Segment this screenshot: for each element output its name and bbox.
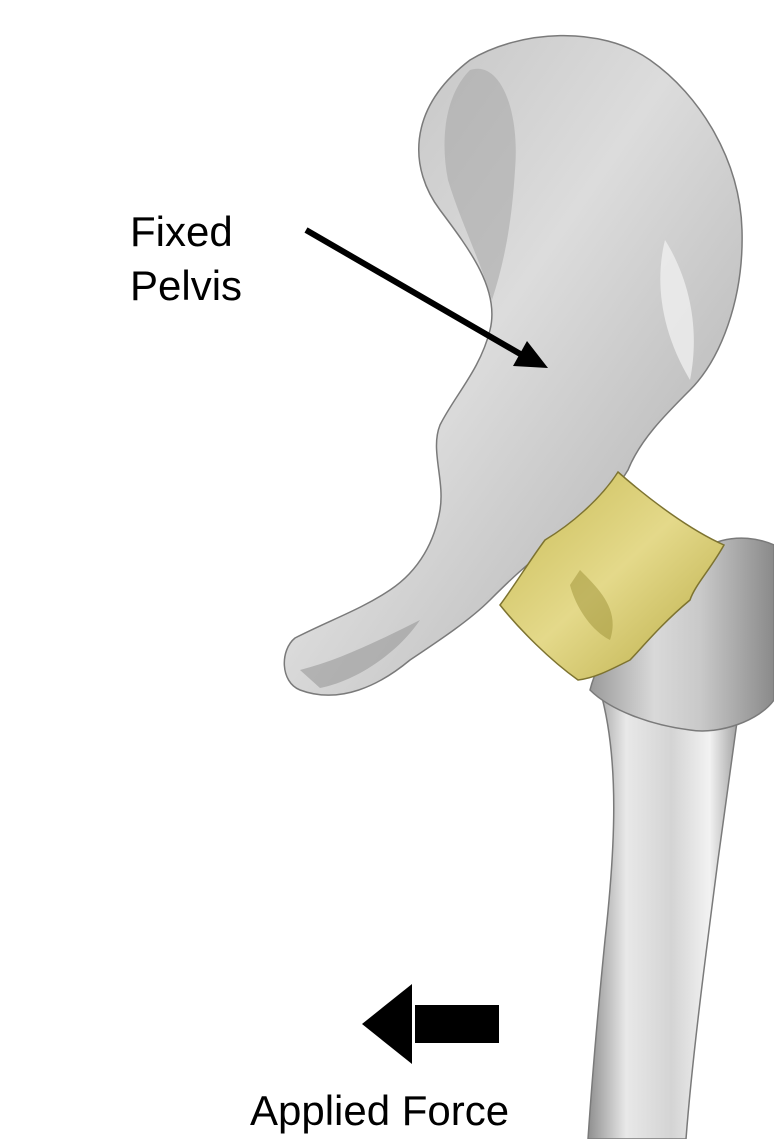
fixed-pelvis-label-line2: Pelvis <box>130 259 242 313</box>
fixed-pelvis-label-line1: Fixed <box>130 205 242 259</box>
applied-force-arrow <box>362 984 499 1064</box>
femur-shaft <box>588 690 740 1139</box>
applied-force-label: Applied Force <box>250 1086 509 1136</box>
fixed-pelvis-label: Fixed Pelvis <box>130 205 242 313</box>
